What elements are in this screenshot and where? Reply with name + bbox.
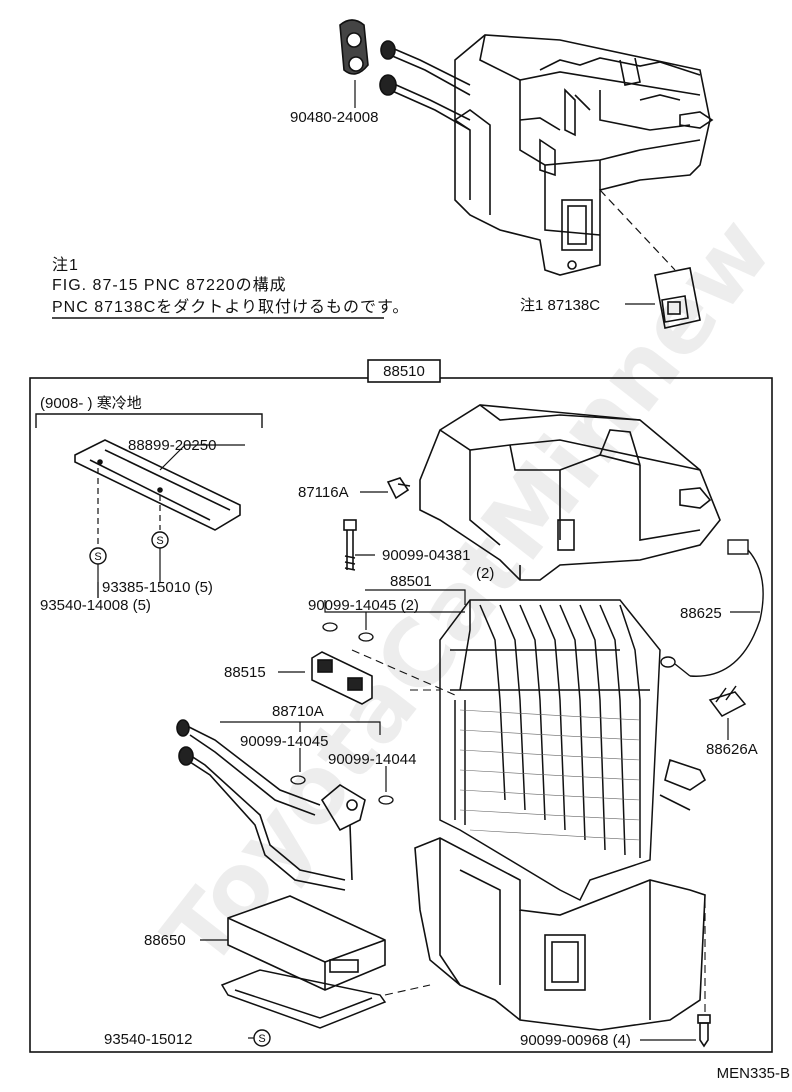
upper-pipes-drawing [379, 40, 471, 131]
thermistor-drawing [660, 539, 764, 677]
assembly-upper-case-drawing [419, 404, 721, 581]
part-label-93385-15010: 93385-15010 (5) [102, 579, 213, 596]
part-label-88899-20250: 88899-20250 [128, 437, 216, 454]
kit-label: (9008- ) 寒冷地 [40, 394, 142, 412]
svg-text:S: S [156, 535, 163, 547]
kit-bracket [35, 413, 263, 428]
note-line-2: PNC 87138Cをダクトより取付けるものです。 [52, 298, 409, 316]
upper-leaders [354, 80, 655, 305]
part-label-93540-15012: 93540-15012 [104, 1031, 192, 1048]
svg-text:S: S [94, 551, 101, 563]
assembly-code-box [367, 359, 441, 383]
pipe-assembly-drawing [176, 719, 366, 891]
part-label-88501: 88501 [390, 573, 432, 590]
bolt-90099-00968-drawing [697, 1014, 711, 1048]
assembly-lower-case-drawing [414, 758, 707, 1031]
part-label-90099-00968: 90099-00968 (4) [520, 1032, 631, 1049]
clip-88626a-drawing [708, 685, 747, 717]
evaporator-fins [459, 709, 641, 841]
assembly-leaders [97, 444, 760, 1041]
control-unit-drawing [227, 895, 386, 991]
part-label-88650: 88650 [144, 932, 186, 949]
note-line-1: FIG. 87-15 PNC 87220の構成 [52, 276, 287, 294]
part-label-88710a: 88710A [272, 703, 324, 720]
diagram-id: MEN335-B [717, 1065, 790, 1082]
part-label-88515: 88515 [224, 664, 266, 681]
part-label-90099-04381: 90099-04381 [382, 547, 470, 564]
expansion-valve-drawing [311, 651, 373, 705]
evaporator-drawing [439, 599, 661, 902]
part-label-93540-14008: 93540-14008 (5) [40, 597, 151, 614]
part-87138c-drawing [654, 267, 701, 329]
upper-housing-drawing [454, 34, 714, 276]
note-title: 注1 [52, 256, 79, 274]
control-unit-bracket-drawing [220, 969, 387, 1029]
part-labels: 90480-24008 注1 87138C 88899-20250 93385-… [40, 109, 758, 1049]
washer-symbols [290, 622, 394, 805]
bolt-90099-04381-drawing [343, 519, 357, 571]
part-label-90099-14044: 90099-14044 [328, 751, 416, 768]
part-label-90480-24008: 90480-24008 [290, 109, 378, 126]
note-block: 注1 FIG. 87-15 PNC 87220の構成 PNC 87138Cをダク… [52, 256, 409, 316]
part-label-88626a: 88626A [706, 741, 758, 758]
part-label-88625: 88625 [680, 605, 722, 622]
part-label-90099-14045-2: 90099-14045 (2) [308, 597, 419, 614]
kit-plate-drawing [74, 439, 241, 531]
part-label-90099-14045: 90099-14045 [240, 733, 328, 750]
part-label-qty-2: (2) [476, 565, 494, 582]
grommet-drawing [339, 19, 369, 75]
screw-symbols [89, 531, 271, 1047]
assembly-code: 88510 [383, 363, 425, 380]
clip-87116a-drawing [386, 477, 411, 500]
part-label-87138c: 注1 87138C [520, 297, 600, 314]
part-label-87116a: 87116A [298, 484, 349, 501]
svg-text:S: S [258, 1033, 265, 1045]
